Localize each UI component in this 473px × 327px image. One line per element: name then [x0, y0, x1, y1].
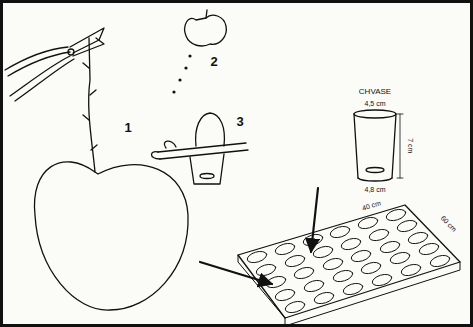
bud	[83, 63, 97, 150]
cut-piece	[196, 113, 225, 146]
dimension-label: 40 cm	[361, 199, 383, 213]
dimension-label: 60 cm	[439, 214, 459, 234]
cup-rim	[354, 110, 396, 118]
cut-piece	[206, 10, 207, 18]
callout-number: 1	[123, 121, 132, 135]
apple	[34, 162, 188, 310]
pliers-handle	[10, 56, 74, 101]
pointer-arrow	[200, 262, 272, 284]
callout-number: 2	[209, 55, 218, 69]
cup	[190, 154, 224, 184]
dimension-label: 4,5 cm	[363, 100, 386, 108]
dimension-line	[397, 114, 403, 178]
callout-number: 3	[235, 115, 244, 129]
cut-piece	[185, 15, 227, 46]
cup-bottom	[200, 174, 214, 179]
pliers-jaw	[73, 38, 104, 56]
stem	[89, 38, 95, 172]
tray-edge	[238, 255, 460, 326]
cup-bottom	[358, 178, 392, 181]
cup-base	[366, 168, 384, 173]
tray-cell	[246, 207, 451, 314]
pointer-arrow	[311, 188, 318, 252]
dimension-label: 4,8 cm	[363, 186, 386, 194]
cup	[354, 114, 396, 178]
holder-clip	[152, 141, 177, 159]
holder-plate	[158, 143, 248, 159]
dimension-label: 7 cm	[407, 137, 415, 154]
part-label: CHVASE	[358, 88, 392, 97]
